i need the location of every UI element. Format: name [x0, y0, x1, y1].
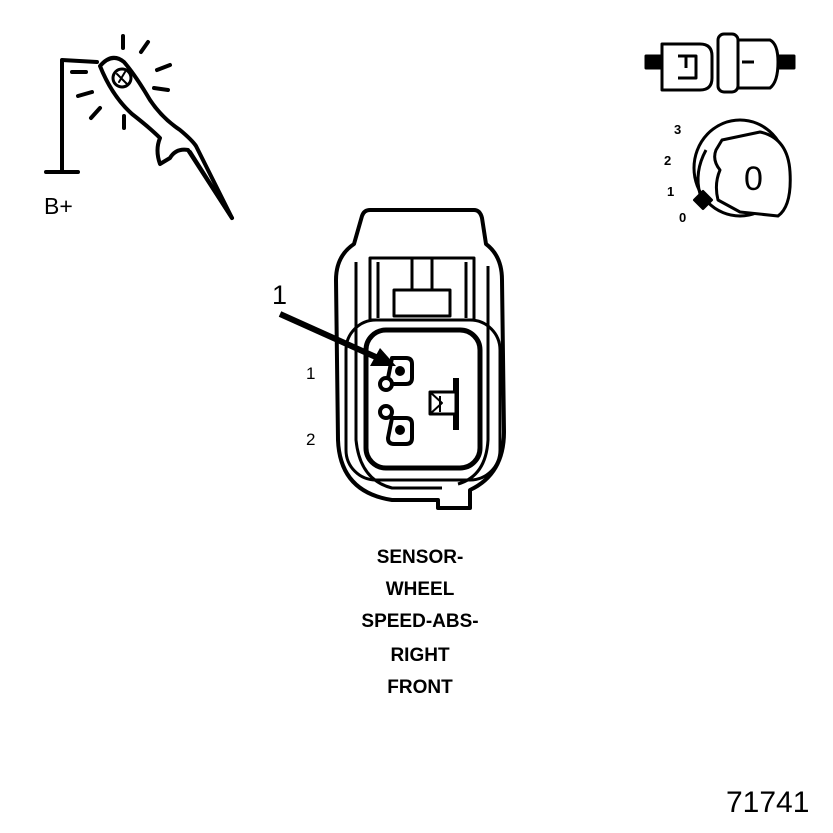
ignition-position-2: 2 [664, 153, 672, 168]
callout-arrow-icon [278, 311, 396, 366]
terminal-pin-2 [378, 404, 414, 446]
terminal-pin-1 [378, 356, 414, 392]
caption-line-2: WHEEL [385, 579, 455, 600]
ignition-key-label: 0 [744, 160, 763, 198]
caption-line-5: FRONT [387, 677, 453, 698]
caption-line-3: SPEED-ABS- [361, 611, 479, 632]
supply-label: B+ [44, 193, 73, 219]
disconnected-connector-icon [644, 32, 796, 94]
ignition-position-3: 3 [674, 122, 682, 137]
caption-line-4: RIGHT [390, 645, 450, 666]
connector-face [334, 208, 506, 510]
ignition-position-0: 0 [679, 210, 687, 225]
callout-number: 1 [272, 280, 288, 310]
test-light-icon [44, 34, 234, 220]
caption-line-1: SENSOR- [376, 547, 464, 568]
ignition-switch-icon [692, 118, 792, 218]
pin-label-1: 1 [306, 364, 316, 383]
pin-label-2: 2 [306, 430, 316, 449]
ignition-position-1: 1 [667, 184, 675, 199]
figure-number: 71741 [726, 786, 810, 819]
